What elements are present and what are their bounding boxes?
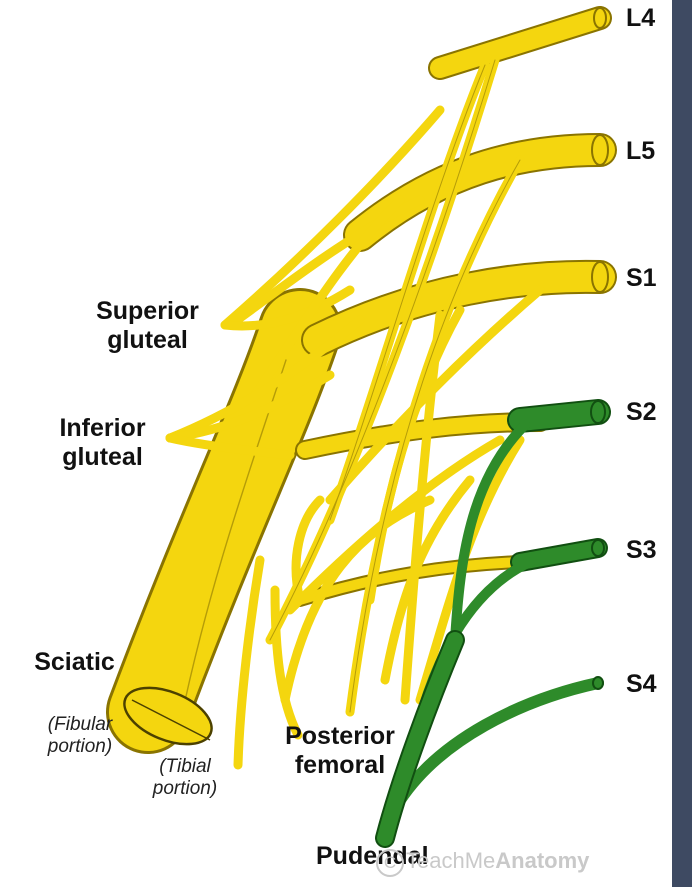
inferior-gluteal-label: Inferior gluteal: [40, 414, 165, 472]
superior-gluteal-label: Superior gluteal: [80, 297, 215, 355]
fibular-portion-label: (Fibular portion): [30, 714, 130, 758]
root-label-s3: S3: [626, 536, 657, 565]
right-edge-bar: [672, 0, 692, 887]
root-label-l5: L5: [626, 137, 655, 166]
pudendal-nerve: [385, 412, 598, 838]
copyright-icon: C: [376, 849, 404, 877]
tibial-portion-label: (Tibial portion): [135, 756, 235, 800]
sciatic-label: Sciatic: [22, 648, 127, 677]
posterior-femoral-label: Posterior femoral: [270, 722, 410, 780]
root-label-l4: L4: [626, 4, 655, 33]
root-label-s1: S1: [626, 264, 657, 293]
root-label-s4: S4: [626, 670, 657, 699]
root-label-s2: S2: [626, 398, 657, 427]
